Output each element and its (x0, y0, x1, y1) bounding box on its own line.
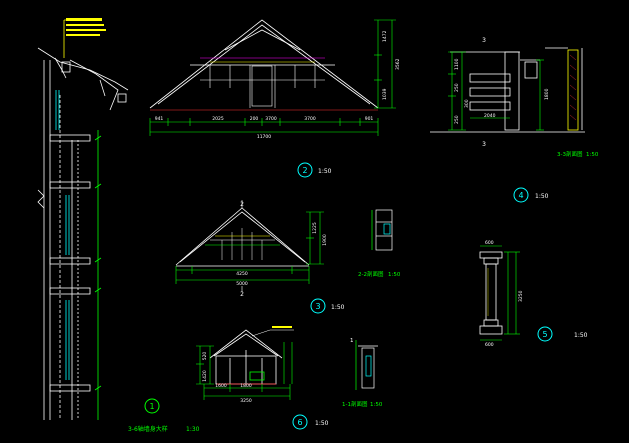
detail-3-dimensions (175, 211, 324, 284)
detail-5-scale: 1:50 (574, 332, 588, 339)
detail-1-marker (144, 398, 160, 414)
detail-4-dim-text: 1100 250 300 250 1800 2040 (454, 58, 550, 124)
section-mark-text: 1 (350, 338, 354, 344)
section-1-1-label: 1-1剖面图 1:50 (342, 400, 383, 408)
dim-text: 1800 (544, 88, 550, 100)
section-mark-text: 3 (482, 141, 486, 148)
dim-total: 11700 (257, 134, 271, 140)
detail-3-marker (310, 298, 326, 314)
detail-4-scale: 1:50 (535, 193, 549, 200)
section-2-2-label: 2-2剖面图 1:50 (358, 270, 401, 278)
detail-4-section (430, 47, 585, 133)
dim-text: 1100 (454, 58, 460, 70)
section-mark-2: 2 2 (240, 200, 244, 298)
floor-slab (49, 134, 91, 392)
section-1-1-mark: 1 (350, 338, 354, 344)
detail-5-marker (537, 326, 553, 342)
detail-3-number: 3 (315, 302, 320, 311)
dim-text: 4250 (236, 271, 248, 277)
detail-1-wall-section (37, 19, 129, 420)
dim-text: 1420 (202, 370, 208, 382)
dim-text: 941 (155, 116, 164, 122)
detail-6-number: 6 (297, 418, 302, 427)
detail-3-gable (175, 207, 310, 267)
dim-total: 5000 (236, 281, 248, 287)
dim-text: 2025 (212, 116, 224, 122)
section-title: 1-1剖面图 (342, 400, 368, 408)
dim-text: 200 (250, 116, 259, 122)
detail-1-number: 1 (149, 402, 154, 411)
dim-total: 3250 (240, 398, 252, 404)
detail-4-title-group: 3-3剖面图 1:50 (557, 150, 599, 158)
detail-2-dim-text: 941 2025 200 3700 3700 901 11700 (155, 116, 374, 140)
dim-text: 250 (454, 115, 460, 124)
section-title: 2-2剖面图 (358, 270, 384, 278)
dim-text: 1600 (215, 383, 227, 389)
detail-3-dim-text: 4250 5000 1225 1900 (236, 222, 328, 287)
detail-2-dim-text-right: 1472 3562 1039 (382, 30, 401, 100)
dim-text: 3700 (304, 116, 316, 122)
window-frames (55, 90, 70, 380)
detail-6-marker (292, 414, 308, 430)
detail-6-dimensions (196, 342, 293, 400)
detail-1-notes (66, 18, 106, 36)
dim-text: 3562 (395, 58, 401, 70)
section-mark-text: 3 (482, 37, 486, 44)
section-2-2 (371, 209, 393, 251)
detail-1-title: 3-6轴墙身大样 (128, 425, 168, 433)
detail-2-scale: 1:50 (318, 168, 332, 175)
dim-text: 300 (464, 99, 470, 108)
detail-2-dimensions (149, 19, 396, 136)
detail-6-leader (251, 326, 294, 337)
dim-text: 520 (202, 352, 208, 361)
detail-6-label: 6 1:50 (292, 414, 329, 430)
detail-3-label: 3 1:50 (310, 298, 345, 314)
detail-5-number: 5 (542, 330, 547, 339)
detail-2-marker (297, 162, 313, 178)
detail-4-number: 4 (518, 191, 523, 200)
dim-text: 3250 (518, 290, 524, 302)
detail-5-dim-text: 3250 600 600 (485, 240, 524, 348)
dim-text: 1900 (322, 234, 328, 246)
detail-4-title-scale: 1:50 (586, 152, 599, 158)
detail-5-label: 5 1:50 (537, 326, 588, 342)
detail-2-label: 2 1:50 (297, 162, 332, 178)
section-scale: 1:50 (370, 402, 383, 408)
dim-text: 901 (365, 116, 374, 122)
detail-1-label: 1 3-6轴墙身大样 1:30 (128, 398, 200, 433)
detail-2-roof-elevation (149, 19, 379, 111)
dim-text: 1800 (240, 383, 252, 389)
detail-6-scale: 1:50 (315, 420, 329, 427)
dim-text: 1472 (382, 30, 388, 42)
detail-4-dimensions (448, 51, 544, 131)
detail-4-hatch (569, 54, 577, 121)
section-1-1 (355, 340, 378, 390)
detail-5-column (479, 251, 503, 335)
section-mark-3: 3 3 (482, 37, 486, 148)
detail-4-marker (513, 187, 529, 203)
dim-text: 2040 (484, 113, 496, 119)
detail-1-scale: 1:30 (186, 426, 200, 433)
dim-text: 600 (485, 240, 494, 246)
detail-6-dormer (209, 329, 283, 385)
detail-4-title: 3-3剖面图 (557, 150, 583, 158)
detail-3-scale: 1:50 (331, 304, 345, 311)
detail-6-dim-text: 1600 1800 3250 520 1420 (202, 352, 252, 404)
detail-2-number: 2 (302, 166, 307, 175)
section-mark-text: 2 (240, 291, 244, 298)
dim-text: 600 (485, 342, 494, 348)
dim-text: 250 (454, 83, 460, 92)
dim-text: 3700 (265, 116, 277, 122)
section-scale: 1:50 (388, 272, 401, 278)
dim-text: 1039 (382, 88, 388, 100)
dim-text: 1225 (312, 222, 318, 234)
detail-5-dimensions (480, 245, 520, 341)
detail-4-label: 4 1:50 (513, 187, 549, 203)
